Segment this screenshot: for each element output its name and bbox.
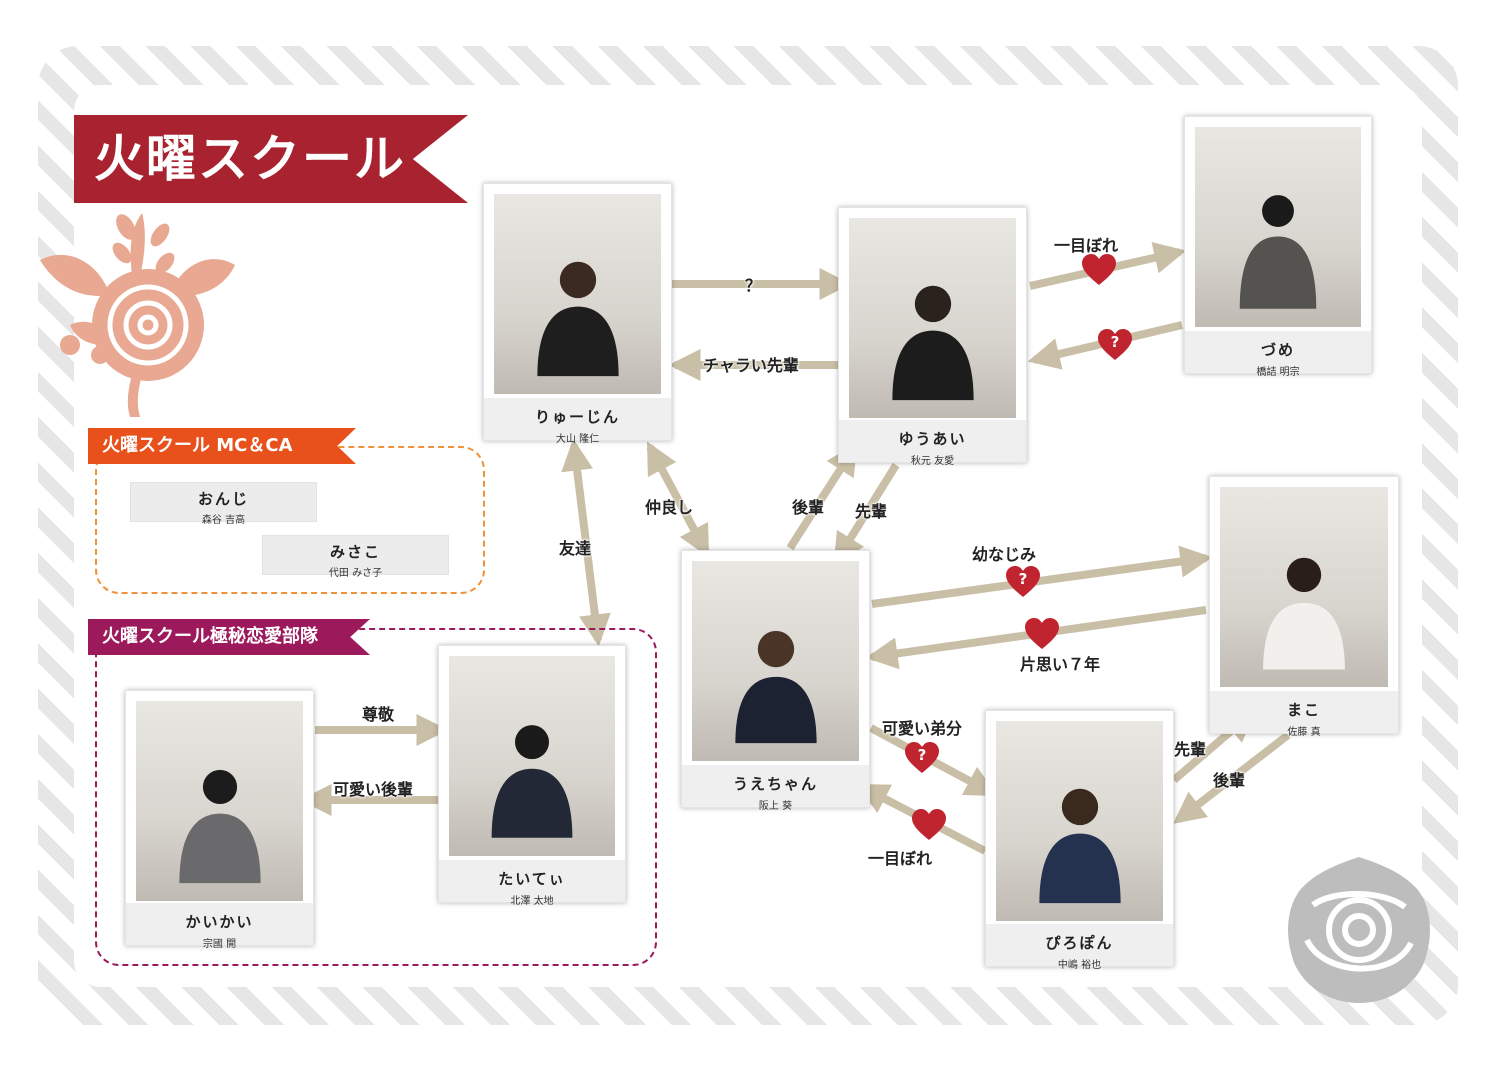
arrow-mako-to-piropon: [1172, 731, 1291, 824]
realname: 阪上 葵: [758, 801, 793, 812]
relation-label: 可愛い後輩: [333, 780, 414, 799]
nickname: みさこ: [329, 543, 381, 561]
person-photo: [1195, 127, 1361, 327]
relation-label: 幼なじみ: [972, 545, 1037, 564]
realname: 大山 隆仁: [555, 434, 600, 445]
nickname: ぴろぽん: [1045, 934, 1114, 952]
relation-label: 一目ぼれ: [868, 849, 933, 868]
realname: 森谷 吉高: [201, 515, 246, 526]
secret-group-label: 火曜スクール極秘恋愛部隊: [88, 619, 370, 655]
relation-label: ？: [745, 276, 762, 295]
photo-card-kaikai: かいかい 宗國 開: [125, 690, 314, 950]
realname: 中嶋 裕也: [1057, 960, 1102, 971]
relation-label: 後輩: [792, 498, 825, 517]
person-photo: [849, 218, 1016, 418]
person-photo: [136, 701, 303, 901]
photo-card-piropon: ぴろぽん 中嶋 裕也: [985, 710, 1174, 971]
name-label: ゆうあい 秋元 友愛: [839, 420, 1026, 467]
relation-label: 仲良し: [645, 498, 694, 517]
photo-card-uechan: うえちゃん 阪上 葵: [681, 550, 870, 812]
nickname: まこ: [1286, 701, 1321, 719]
realname: 佐藤 真: [1287, 727, 1321, 738]
name-label: ぴろぽん 中嶋 裕也: [986, 924, 1173, 971]
heart-mark: ?: [1018, 570, 1028, 588]
heart-mark: ?: [1110, 333, 1120, 351]
heart-mark: ?: [917, 746, 927, 764]
arrow-ryujin-taitei: [561, 438, 611, 647]
arrow-yuai-to-uechan: [833, 462, 900, 566]
title-banner: [74, 115, 468, 203]
mc-card-misako: みさこ 代田 みさ子: [262, 535, 449, 579]
realname: 北澤 太地: [510, 896, 554, 907]
relation-label: 先輩: [1174, 740, 1207, 759]
pink-rose-icon: [40, 213, 235, 417]
mc-group-label: 火曜スクール MC＆CA: [88, 428, 356, 464]
name-label: うえちゃん 阪上 葵: [682, 765, 869, 812]
person-photo: [1220, 487, 1388, 687]
person-photo: [449, 656, 615, 856]
nickname: うえちゃん: [732, 775, 818, 793]
person-silhouette-icon: [1038, 788, 1121, 904]
relation-label: 片思い７年: [1020, 655, 1101, 674]
nickname: りゅーじん: [534, 408, 620, 426]
heart-icon: [1025, 618, 1059, 650]
realname: 秋元 友愛: [910, 456, 955, 467]
heart-icon: [912, 809, 946, 841]
person-silhouette-icon: [1239, 195, 1317, 309]
relation-label: 可愛い弟分: [882, 719, 963, 738]
person-photo: [494, 194, 661, 394]
realname: 宗國 開: [202, 939, 237, 950]
relation-label: 先輩: [855, 502, 888, 521]
person-silhouette-icon: [491, 725, 573, 838]
realname: 橋詰 明宗: [1256, 367, 1300, 378]
photo-card-yuai: ゆうあい 秋元 友愛: [838, 207, 1027, 467]
person-silhouette-icon: [536, 261, 619, 377]
person-silhouette-icon: [1263, 557, 1345, 670]
name-label: たいてぃ 北澤 太地: [439, 860, 625, 907]
photo-card-taitei: たいてぃ 北澤 太地: [438, 645, 626, 907]
person-silhouette-icon: [734, 630, 817, 744]
heart-icon: [1082, 254, 1116, 286]
photo-card-zume: づめ 橋詰 明宗: [1184, 116, 1372, 378]
nickname: ゆうあい: [898, 430, 967, 448]
name-label: かいかい 宗國 開: [126, 903, 313, 950]
gray-rose-icon: [1288, 857, 1430, 1003]
photo-card-ryujin: りゅーじん 大山 隆仁: [483, 183, 672, 445]
mc-card-onji: おんじ 森谷 吉高: [130, 482, 317, 526]
realname: 代田 みさ子: [328, 568, 383, 579]
heart-question-icon: ?: [905, 742, 939, 774]
page-title: 火曜スクール: [94, 129, 406, 188]
person-photo: [996, 721, 1163, 921]
relation-label: 一目ぼれ: [1054, 236, 1119, 255]
arrow-uechan-to-mako: [871, 545, 1213, 608]
nickname: たいてぃ: [498, 870, 566, 888]
nickname: づめ: [1260, 341, 1295, 359]
arrow-ryujin-uechan: [646, 441, 710, 558]
person-silhouette-icon: [178, 769, 261, 884]
name-label: りゅーじん 大山 隆仁: [484, 398, 671, 445]
relation-label: 友達: [559, 539, 592, 558]
name-label: まこ 佐藤 真: [1210, 691, 1398, 738]
person-silhouette-icon: [891, 285, 974, 401]
photo-card-mako: まこ 佐藤 真: [1209, 476, 1399, 738]
relation-label: チャラい先輩: [703, 356, 799, 375]
relation-label: 尊敬: [362, 705, 395, 724]
heart-question-icon: ?: [1006, 566, 1040, 598]
nickname: かいかい: [185, 913, 254, 931]
relation-label: 後輩: [1213, 771, 1246, 790]
nickname: おんじ: [197, 490, 249, 508]
heart-question-icon: ?: [1098, 329, 1132, 361]
person-photo: [692, 561, 859, 761]
arrow-uechan-to-yuai: [786, 442, 858, 551]
secret-group-box: [95, 628, 657, 966]
name-label: づめ 橋詰 明宗: [1185, 331, 1371, 378]
